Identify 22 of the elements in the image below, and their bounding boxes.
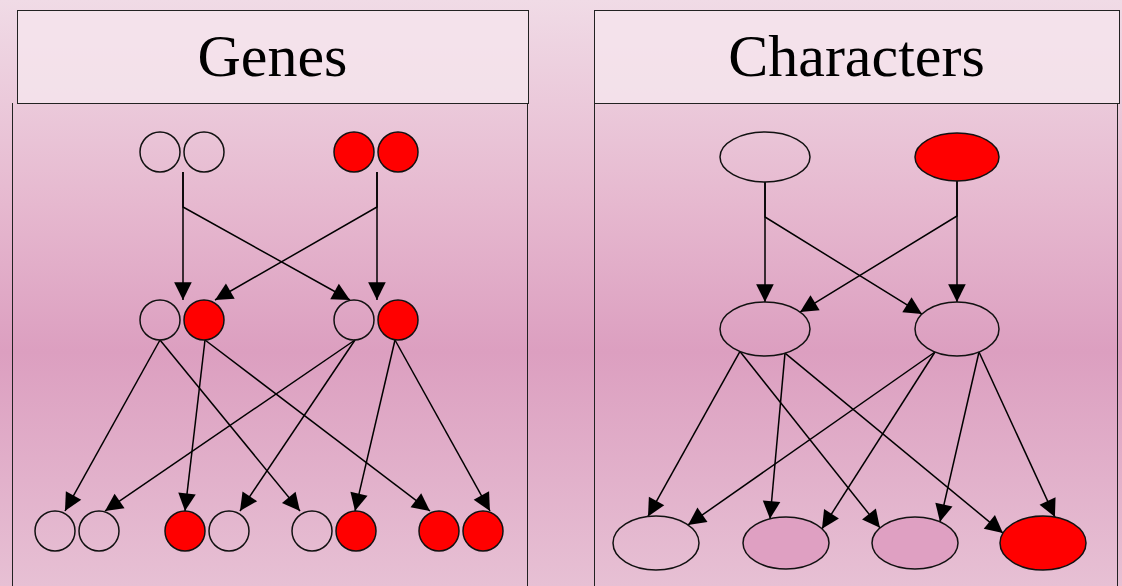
arrow	[159, 339, 301, 512]
arrow	[764, 181, 923, 315]
panel-heading: Characters	[593, 10, 1120, 104]
arrow	[687, 351, 936, 526]
arrow	[762, 352, 786, 520]
arrow	[178, 339, 206, 512]
arrow	[948, 180, 966, 303]
arrow	[350, 339, 396, 512]
panel-heading: Genes	[16, 10, 529, 104]
arrow	[821, 351, 936, 530]
arrow	[204, 339, 431, 512]
arrow	[239, 339, 356, 512]
arrow	[104, 339, 356, 512]
arrow	[784, 352, 1004, 534]
arrow	[647, 350, 741, 518]
arrow	[935, 351, 980, 523]
arrow	[64, 339, 161, 512]
arrow	[978, 351, 1056, 518]
arrow	[394, 339, 491, 512]
arrow	[368, 171, 386, 301]
arrow	[182, 171, 351, 301]
arrow	[739, 350, 881, 529]
